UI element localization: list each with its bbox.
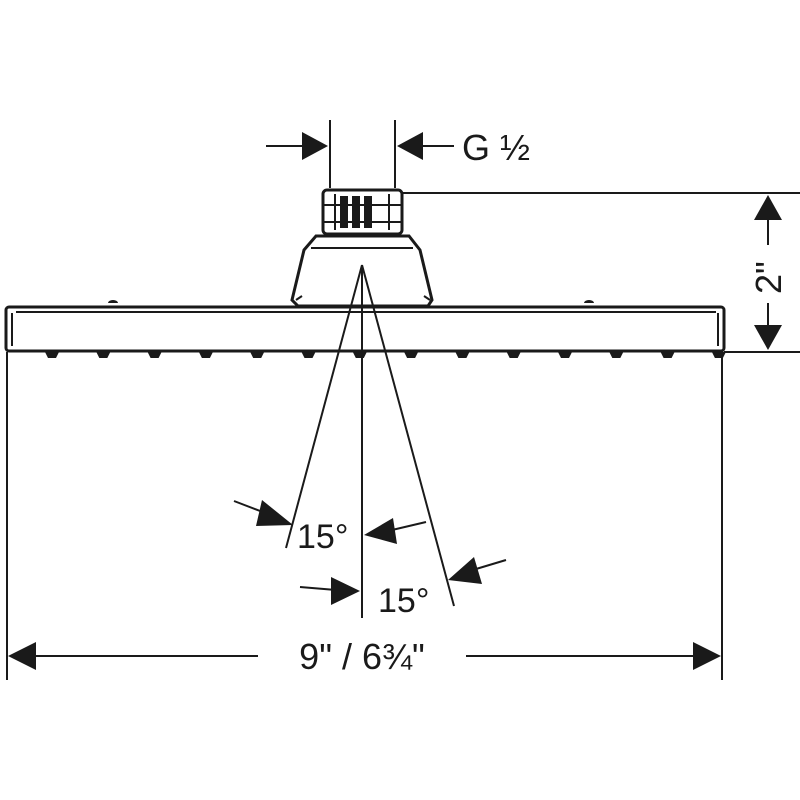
arrow-right-icon (693, 642, 721, 670)
spray-nozzle (198, 352, 213, 358)
spray-nozzle (352, 352, 367, 358)
spray-nozzle (96, 352, 111, 358)
height-label: 2" (748, 261, 789, 294)
arrow-icon (331, 577, 360, 605)
width-dimension: 9" / 6¾" (8, 636, 721, 677)
arrow-icon (256, 500, 293, 526)
thread-size-label: G ½ (462, 127, 530, 168)
spray-nozzle (609, 352, 624, 358)
arrow-left-icon (8, 642, 36, 670)
arrow-down-icon (754, 325, 782, 350)
angle-right-label: 15° (378, 582, 429, 620)
spray-angle-lines (285, 264, 455, 618)
arrow-up-icon (754, 195, 782, 220)
spray-nozzle (660, 352, 675, 358)
spray-nozzle (301, 352, 316, 358)
spray-line-right (361, 264, 455, 607)
nut-flat-mid (352, 196, 360, 228)
angle-right-annotation: 15° (299, 557, 507, 620)
nut-flat-left (340, 196, 348, 228)
connector-nut (321, 188, 404, 236)
shower-head-plate (4, 300, 726, 353)
spray-nozzle (250, 352, 265, 358)
spray-nozzle (558, 352, 572, 358)
width-label: 9" / 6¾" (299, 636, 425, 677)
arrow-right-icon (302, 132, 328, 160)
spray-nozzle (455, 352, 470, 358)
spray-nozzle (506, 352, 521, 358)
arrow-icon (448, 557, 482, 584)
arrow-left-icon (397, 132, 423, 160)
height-dimension: 2" (748, 195, 789, 350)
spray-nozzle (147, 352, 162, 358)
spray-nozzles (45, 352, 726, 358)
spray-nozzle (45, 352, 59, 358)
head-plate (4, 305, 726, 353)
thread-dimension: G ½ (266, 127, 530, 168)
angle-left-label: 15° (297, 518, 348, 556)
thread-connector (321, 188, 404, 236)
extension-lines (6, 120, 800, 680)
angle-left-annotation: 15° (233, 500, 427, 556)
spray-nozzle (404, 352, 419, 358)
spray-nozzle (711, 352, 726, 358)
arrow-icon (364, 518, 397, 544)
nut-flat-right (364, 196, 372, 228)
spray-line-left (285, 264, 363, 549)
